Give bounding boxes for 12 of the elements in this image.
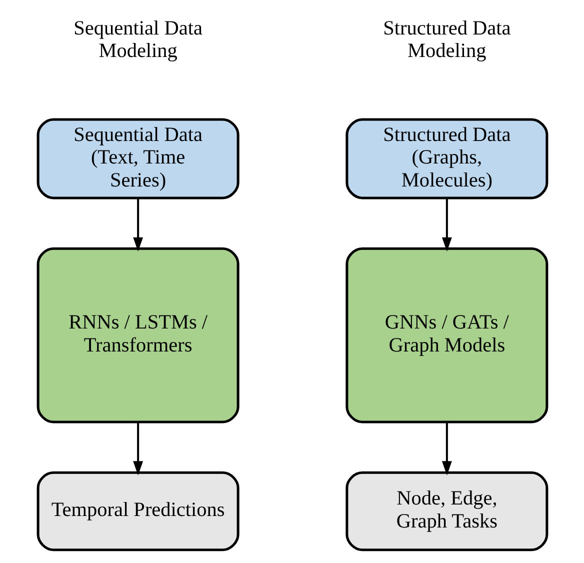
- node-box: Temporal Predictions: [36, 471, 239, 552]
- node-box: Node, Edge, Graph Tasks: [345, 471, 548, 552]
- node-box: Structured Data (Graphs, Molecules): [345, 118, 548, 200]
- node-box: Sequential Data (Text, Time Series): [36, 118, 239, 200]
- arrow: [441, 198, 452, 252]
- arrow: [441, 422, 452, 476]
- node-box: GNNs / GATs / Graph Models: [345, 247, 548, 424]
- arrow: [132, 422, 143, 476]
- arrow: [132, 198, 143, 252]
- label: Structured Data Modeling: [382, 17, 510, 62]
- label: Sequential Data Modeling: [73, 17, 202, 62]
- node-box: RNNs / LSTMs / Transformers: [36, 247, 239, 424]
